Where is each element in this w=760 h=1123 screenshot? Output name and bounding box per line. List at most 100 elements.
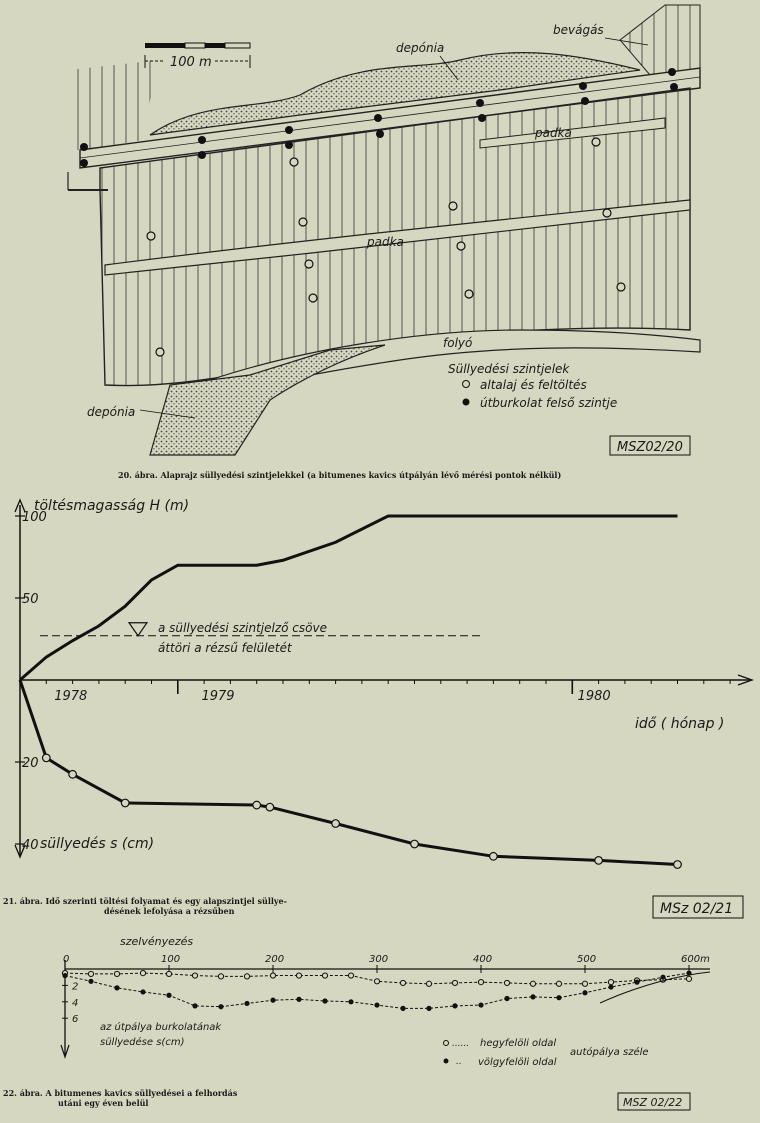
hegyfeloli-point <box>425 980 433 987</box>
volgyfeloli-point <box>244 1000 250 1007</box>
s-point <box>120 798 130 808</box>
legend-filled-marker-22 <box>443 1058 449 1064</box>
annotation-line1: a süllyedési szintjelző csöve <box>158 621 327 635</box>
y-tick-label-22: 2 <box>72 981 78 992</box>
label-padka-mid: padka <box>366 235 404 249</box>
hegyfeloli-point <box>373 978 381 985</box>
bottom-deponia <box>149 344 386 456</box>
volgyfeloli-point <box>62 972 68 979</box>
hegyfeloli-point <box>113 970 121 978</box>
x-tick-label-22: 100 <box>161 954 180 965</box>
hegyfeloli-point <box>529 980 537 987</box>
label-deponia-bottom: depónia <box>87 405 135 419</box>
hegyfeloli-point <box>503 979 511 987</box>
y-tick-label: 50 <box>22 592 39 607</box>
caption-21-line2: désének lefolyása a rézsűben <box>104 906 235 916</box>
volgyfeloli-point <box>218 1004 224 1010</box>
volgyfeloli-point <box>452 1003 458 1009</box>
edge-label: autópálya széle <box>570 1046 649 1058</box>
volgyfeloli-point <box>530 994 536 1000</box>
filled-markers <box>80 68 678 167</box>
x-tick-label-22: 200 <box>265 954 284 965</box>
road-band <box>79 67 701 169</box>
hegyfeloli-point <box>607 979 615 986</box>
code-box-22 <box>617 1092 691 1111</box>
series-H-line <box>19 514 678 682</box>
open-markers <box>146 137 626 357</box>
label-bevagas: bevágás <box>553 23 604 37</box>
left-slope-hatch <box>68 60 160 150</box>
year-label: 1978 <box>54 689 87 704</box>
x-label: idő ( hónap ) <box>635 716 724 732</box>
hegyfeloli-point <box>555 980 563 987</box>
volgyfeloli-point <box>634 979 640 985</box>
caption-22-line2: utáni egy éven belül <box>58 1098 148 1108</box>
caption-22-line1: 22. ábra. A bitumenes kavics süllyedései… <box>3 1088 238 1098</box>
y-tick-label: 40 <box>22 838 39 853</box>
annotation-line2: áttöri a rézsű felületét <box>158 641 293 655</box>
right-hill-hatch <box>619 4 701 76</box>
volgyfeloli-point <box>114 985 120 991</box>
s-point <box>594 856 603 865</box>
y-label-22-line1: az útpálya burkolatának <box>100 1021 222 1033</box>
y-tick-label: 20 <box>22 756 39 771</box>
volgyfeloli-point <box>166 992 172 998</box>
svg-text:..: .. <box>456 1057 462 1067</box>
volgyfeloli-point <box>348 999 354 1005</box>
hegyfeloli-point <box>685 975 693 982</box>
y-top-label: töltésmagasság H (m) <box>34 498 189 514</box>
legend-title: Süllyedési szintjelek <box>448 362 570 376</box>
x-tick-label-22: 600m <box>681 954 710 965</box>
hegyfeloli-point <box>243 973 251 980</box>
code-box-21 <box>652 895 744 919</box>
hegyfeloli-point <box>477 979 485 986</box>
y-tick-label-22: 6 <box>72 1014 78 1025</box>
hegyfeloli-point <box>295 972 303 979</box>
year-label: 1979 <box>201 689 234 704</box>
hegyfeloli-point <box>165 970 173 978</box>
code-21: MSz 02/21 <box>660 901 733 917</box>
legend-open-label: altalaj és feltöltés <box>480 378 587 392</box>
y-ticks: 50 100 20 40 <box>15 510 47 853</box>
legend-open-marker-22 <box>443 1040 449 1046</box>
volgyfeloli-point <box>582 990 588 996</box>
s-point <box>410 839 419 849</box>
code-20: MSZ02/20 <box>617 440 683 455</box>
volgyfeloli-point <box>608 984 614 990</box>
label-folyo: folyó <box>443 336 472 350</box>
y-ticks-22: 2 4 6 <box>62 981 78 1025</box>
label-deponia-top: depónia <box>396 41 444 55</box>
y-tick-label-22: 4 <box>72 998 78 1009</box>
river <box>209 329 701 396</box>
threshold-triangle-icon <box>127 622 149 637</box>
hegyfeloli-point <box>217 973 225 980</box>
y-tick-label: 100 <box>22 510 47 525</box>
volgyfeloli-point <box>426 1005 432 1011</box>
x-tick-label-22: 500 <box>577 954 596 965</box>
fig20-plan: 100 m bevágás depónia padka padka fol <box>67 4 701 480</box>
x-title-22: szelvényezés <box>120 935 193 948</box>
s-point <box>489 851 498 861</box>
volgyfeloli-point <box>88 978 94 984</box>
x-tick-label-22: 300 <box>369 954 388 965</box>
series-s-points <box>41 753 682 869</box>
hegyfeloli-point <box>451 979 459 987</box>
s-point <box>41 753 51 763</box>
hegyfeloli-point <box>269 972 277 979</box>
hegyfeloli-point <box>581 980 589 987</box>
legend-filled-label-22: völgyfelöli oldal <box>478 1057 557 1068</box>
x-tick-label-22: 0 <box>63 954 69 965</box>
hegyfeloli-point <box>139 970 147 977</box>
volgyfeloli-point <box>478 1002 484 1008</box>
legend-open-label-22: hegyfelöli oldal <box>480 1038 556 1049</box>
legend-filled-label: útburkolat felső szintje <box>480 396 617 410</box>
volgyfeloli-point <box>556 995 562 1001</box>
x-ticks <box>45 680 731 694</box>
hegyfeloli-point <box>399 979 407 987</box>
svg-text:......: ...... <box>452 1039 469 1049</box>
y-bottom-label: süllyedés s (cm) <box>40 836 154 852</box>
caption-20: 20. ábra. Alaprajz süllyedési szintjelek… <box>118 470 561 480</box>
volgyfeloli-point <box>270 997 276 1003</box>
